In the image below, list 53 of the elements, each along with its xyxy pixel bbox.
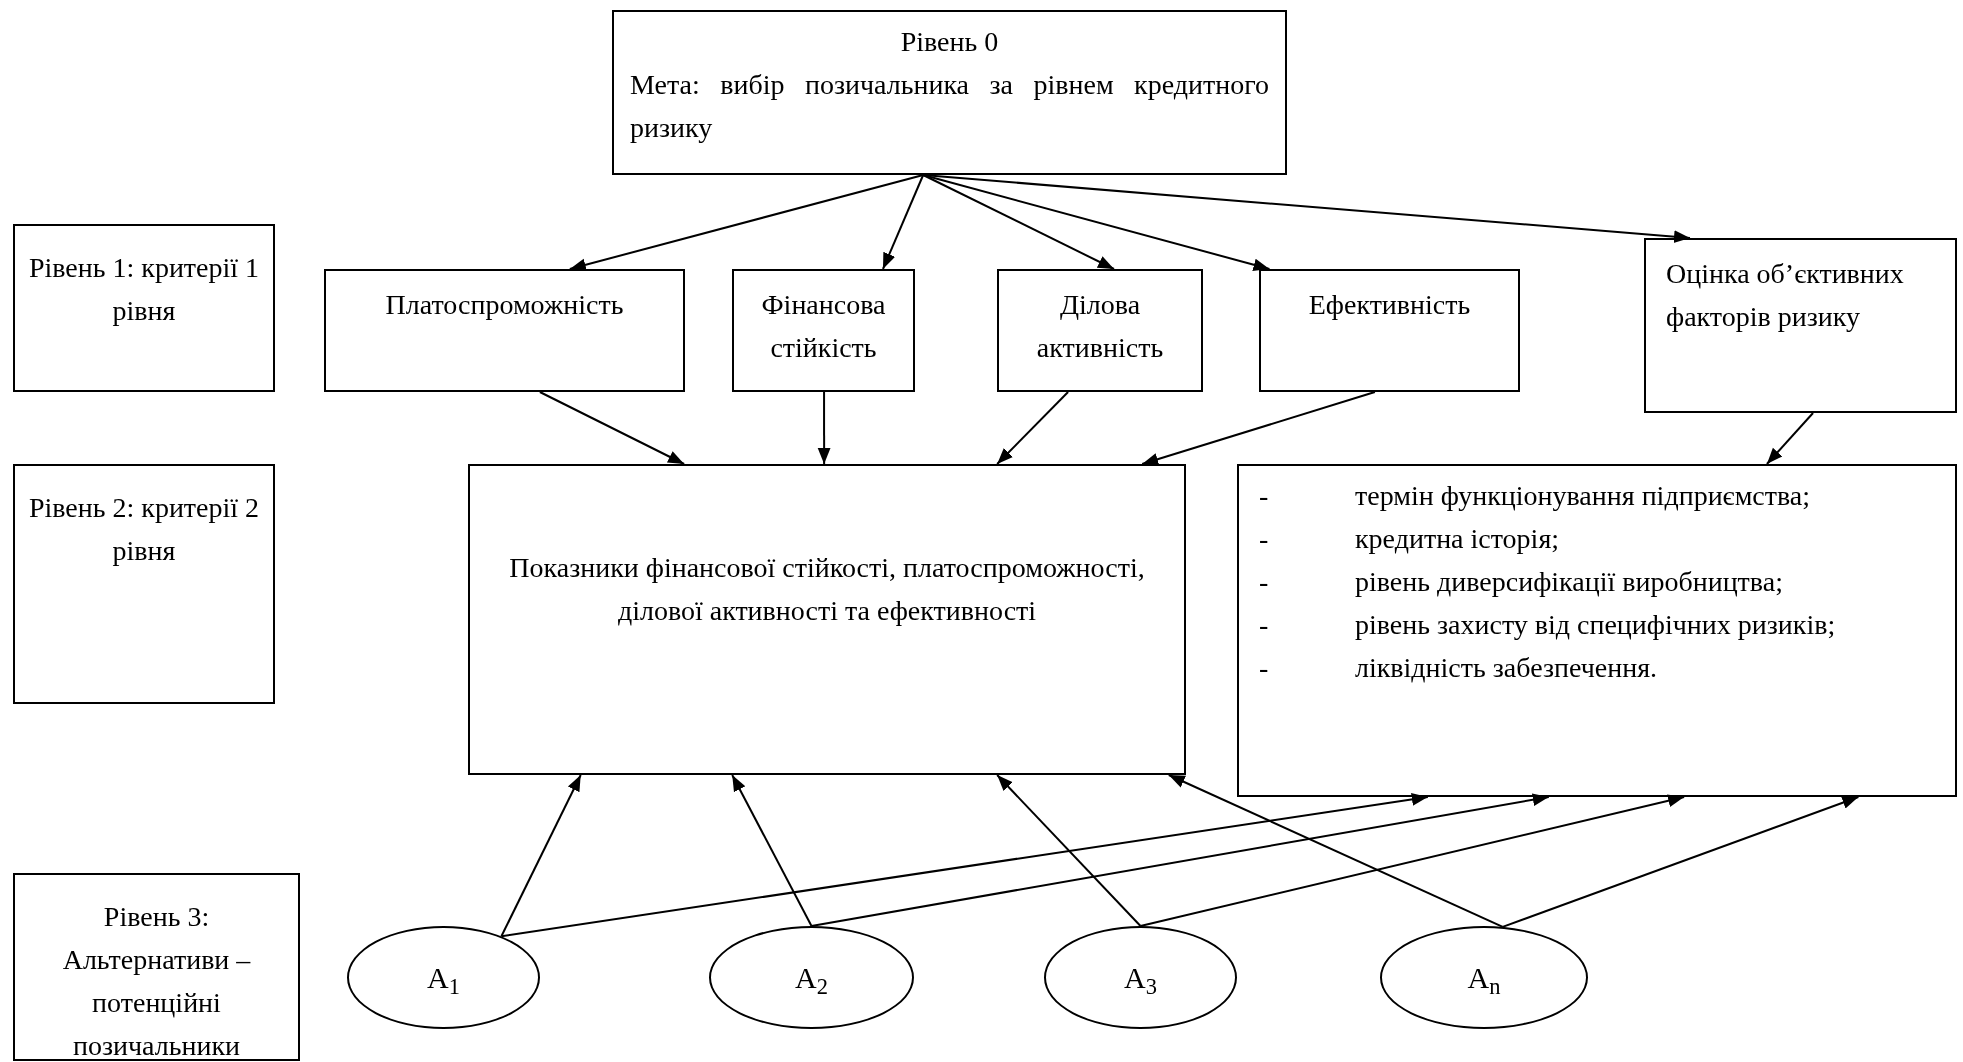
arrow bbox=[1765, 412, 1814, 465]
box-text: A$_{n}$ bbox=[1467, 960, 1501, 999]
arrow bbox=[1167, 774, 1504, 928]
goal-box bbox=[612, 10, 1287, 175]
list-item: - ліквідність забезпечення. bbox=[1259, 651, 1659, 685]
arrow bbox=[810, 793, 1550, 927]
arrow bbox=[538, 391, 686, 465]
box-text: Оцінка об’єктивних факторів ризику bbox=[1666, 257, 1905, 334]
arrow bbox=[1141, 391, 1376, 466]
arrow bbox=[996, 391, 1070, 465]
alternative-ellipse bbox=[1380, 926, 1588, 1029]
box-text: Ділова активність bbox=[1035, 288, 1165, 365]
level-heading: Рівень 0 bbox=[899, 25, 1000, 59]
arrow bbox=[568, 174, 925, 272]
criterion-box bbox=[1644, 238, 1957, 413]
arrow bbox=[881, 174, 925, 270]
list-item: - рівень диверсифікації виробництва; bbox=[1259, 565, 1784, 599]
list-item: - рівень захисту від специфічних ризиків; bbox=[1259, 608, 1837, 642]
arrow bbox=[500, 793, 1429, 938]
goal-text: Мета: вибір позичальника за рівнем кредитного ризику bbox=[630, 68, 1269, 145]
factor-list-box bbox=[1237, 464, 1957, 797]
box-text: Показники фінансової стійкості, платоспроможності, ділової активності та ефективності bbox=[508, 551, 1146, 628]
box-text: Рівень 2: критерії 2 рівня bbox=[27, 491, 261, 568]
indicator-box bbox=[468, 464, 1186, 775]
list-item: - термін функціонування підприємства; bbox=[1259, 479, 1812, 513]
arrow bbox=[922, 174, 1271, 271]
box-text: Рівень 1: критерії 1 рівня bbox=[27, 251, 261, 328]
arrow bbox=[922, 174, 1115, 270]
box-text: Фінансова стійкість bbox=[760, 288, 887, 365]
level-label-box bbox=[13, 464, 275, 704]
box-text: Платоспроможність bbox=[385, 288, 624, 322]
box-text: Ефективність bbox=[1308, 288, 1471, 322]
arrow bbox=[1501, 796, 1860, 928]
criterion-box bbox=[997, 269, 1203, 392]
level-label-box bbox=[13, 873, 300, 1061]
arrow bbox=[996, 774, 1142, 927]
criterion-box bbox=[732, 269, 915, 392]
alternative-ellipse bbox=[347, 926, 540, 1029]
arrow bbox=[817, 391, 831, 465]
box-text: A$_{3}$ bbox=[1124, 960, 1157, 999]
box-text: A$_{2}$ bbox=[795, 960, 828, 999]
arrow bbox=[731, 774, 813, 927]
box-text: A$_{1}$ bbox=[427, 960, 460, 999]
arrow bbox=[1139, 794, 1686, 927]
box-text: Рівень 3: Альтернативи – потенційні позичальники bbox=[61, 900, 252, 1062]
level-label-box bbox=[13, 224, 275, 392]
alternative-ellipse bbox=[1044, 926, 1237, 1029]
arrow bbox=[500, 774, 582, 938]
arrow bbox=[922, 174, 1691, 244]
criterion-box bbox=[1259, 269, 1520, 392]
alternative-ellipse bbox=[709, 926, 914, 1029]
list-item: - кредитна історія; bbox=[1259, 522, 1561, 556]
criterion-box bbox=[324, 269, 685, 392]
